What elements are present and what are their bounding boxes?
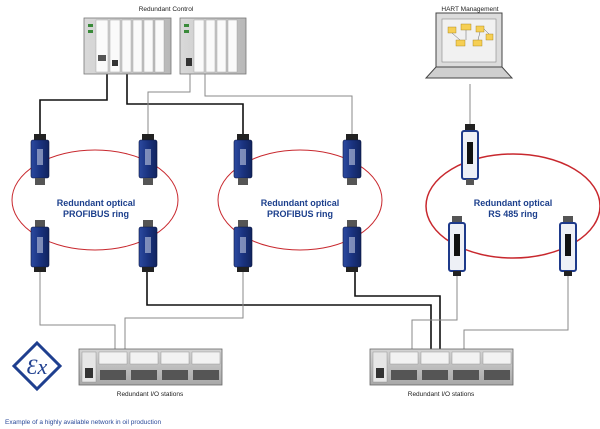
ring1-label-line1: Redundant optical [57, 198, 136, 208]
io-station-right [369, 348, 514, 386]
optical-module [30, 134, 50, 185]
rs485-module [448, 216, 466, 276]
ring-profibus-2 [217, 149, 383, 251]
ring1-label-line2: PROFIBUS ring [63, 209, 129, 219]
ring2-label-line2: PROFIBUS ring [267, 209, 333, 219]
caption: Example of a highly available network in… [5, 419, 161, 426]
optical-module [342, 134, 362, 185]
optical-module [138, 134, 158, 185]
ring3-label-line2: RS 485 ring [488, 209, 538, 219]
redundant-control-label: Redundant Control [139, 6, 194, 13]
ring2-label-line1: Redundant optical [261, 198, 340, 208]
optical-module [138, 220, 158, 272]
io-right-label: Redundant I/O stations [408, 391, 475, 398]
optical-module [233, 134, 253, 185]
gray-cables [39, 74, 569, 350]
io-station-left [78, 348, 223, 386]
svg-text:Ɛx: Ɛx [27, 354, 48, 379]
optical-module [342, 220, 362, 272]
ring3-label-line1: Redundant optical [474, 198, 553, 208]
ex-explosion-protection-icon: Ɛx [11, 340, 63, 392]
optical-module [30, 220, 50, 272]
plc-rack-left [83, 17, 172, 75]
io-left-label: Redundant I/O stations [117, 391, 184, 398]
ring-rs485 [425, 153, 600, 259]
optical-module [233, 220, 253, 272]
laptop-icon [424, 12, 514, 79]
rs485-module [461, 124, 479, 185]
black-cables [39, 74, 441, 350]
ring-profibus-1 [11, 149, 179, 251]
plc-rack-right [179, 17, 247, 75]
rs485-module [559, 216, 577, 276]
hart-management-label: HART Management [441, 6, 498, 13]
